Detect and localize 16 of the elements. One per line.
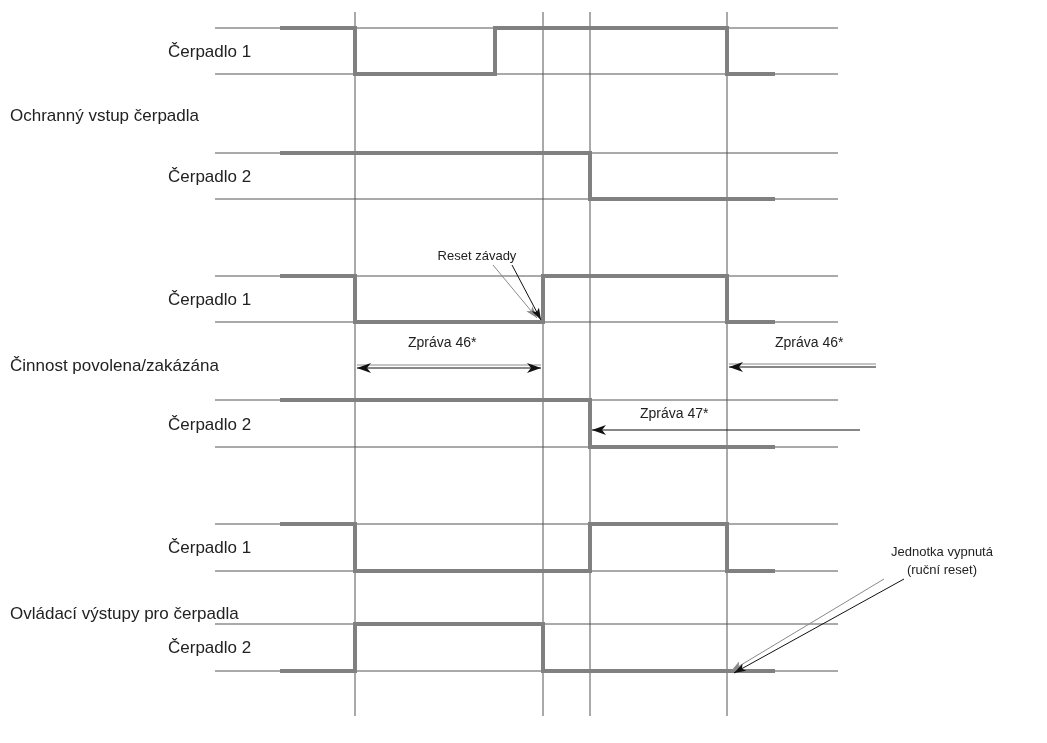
signal-label: Zpráva 46* <box>408 335 477 349</box>
signal-label: Čerpadlo 2 <box>168 167 252 185</box>
signal-label: Čerpadlo 1 <box>168 42 252 60</box>
leader-arrow <box>511 264 542 321</box>
leader-arrow <box>492 264 538 319</box>
signal-label: Čerpadlo 2 <box>168 415 252 433</box>
annotation-text: Jednotka vypnutá (ruční reset) <box>890 543 994 579</box>
signal-label: Čerpadlo 1 <box>168 290 252 308</box>
signal-label: Čerpadlo 2 <box>168 638 252 656</box>
signal-label: Činnost povolena/zakázána <box>10 356 219 374</box>
signal-label: Čerpadlo 1 <box>168 538 252 556</box>
signal-label: Zpráva 47* <box>640 406 709 420</box>
signal-label: Zpráva 46* <box>775 335 844 349</box>
signal-label: Ovládací výstupy pro čerpadla <box>10 604 239 622</box>
annotation-text: Reset závady <box>436 247 518 265</box>
signal-label: Ochranný vstup čerpadla <box>10 106 199 124</box>
